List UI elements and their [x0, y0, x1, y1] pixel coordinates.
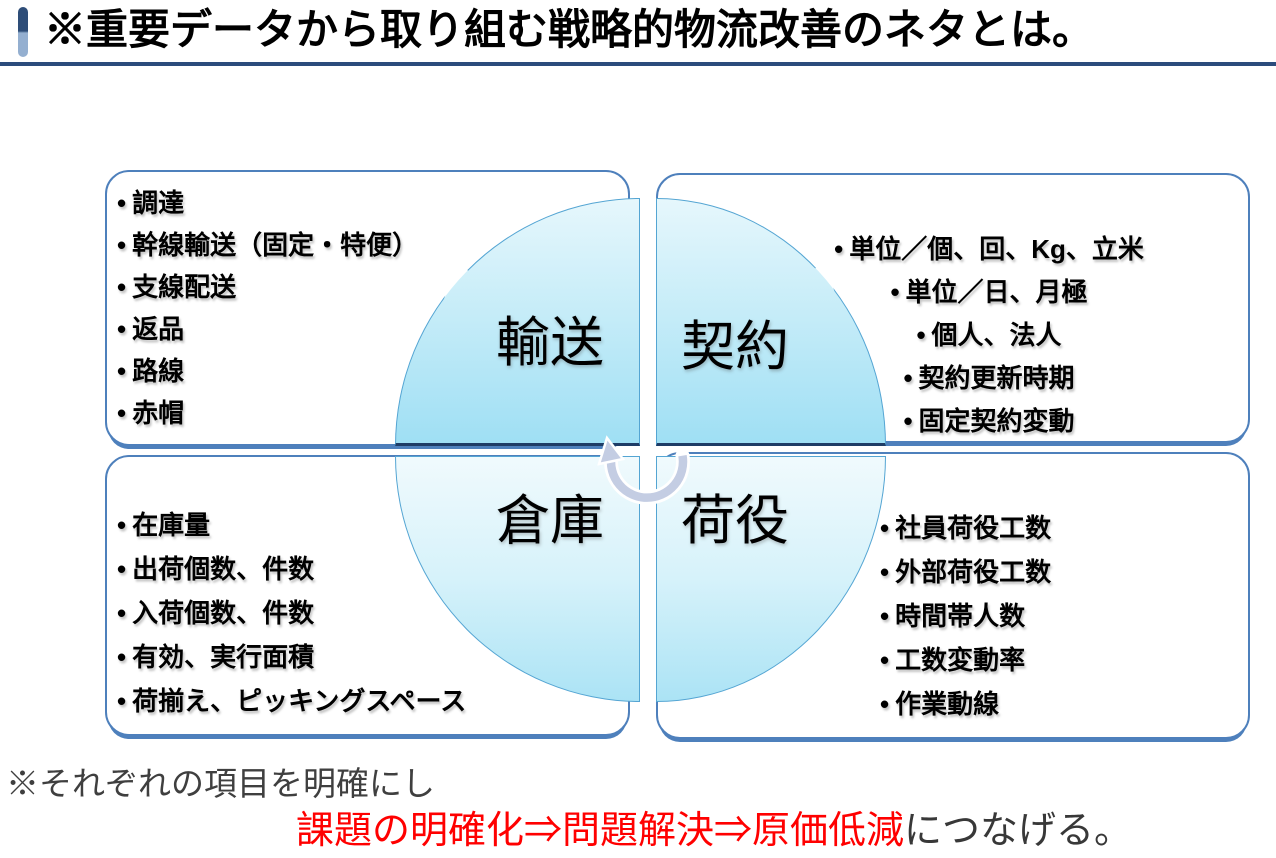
- cargo-handling-item-list: 社員荷役工数 外部荷役工数 時間帯人数 工数変動率 作業動線: [658, 454, 1248, 726]
- circular-arrow-icon: [597, 435, 690, 505]
- quadrant-label-cargo-handling: 荷役: [681, 491, 789, 551]
- list-item: 単位／日、月極: [744, 271, 1234, 314]
- quadrant-label-contract: 契約: [681, 317, 789, 377]
- warehouse-item-list: 在庫量 出荷個数、件数 入荷個数、件数 有効、実行面積 荷揃え、ピッキングスペー…: [107, 457, 628, 723]
- footer-conclusion-highlight: 課題の明確化⇒問題解決⇒原価低減: [296, 810, 905, 852]
- list-item: 出荷個数、件数: [117, 547, 628, 591]
- list-item: 路線: [117, 350, 628, 392]
- list-item: 単位／個、回、Kg、立米: [744, 228, 1234, 271]
- footer-conclusion-suffix: につなげる。: [904, 810, 1133, 852]
- transport-item-list: 調達 幹線輸送（固定・特便） 支線配送 返品 路線 赤帽: [107, 172, 628, 434]
- list-item: 幹線輸送（固定・特便）: [117, 224, 628, 266]
- list-item: 在庫量: [117, 503, 628, 547]
- title-divider: [0, 62, 1276, 66]
- list-item: 返品: [117, 308, 628, 350]
- title-accent-bar: [18, 7, 28, 57]
- contract-item-list: 単位／個、回、Kg、立米 単位／日、月極 個人、法人 契約更新時期 固定契約変動: [744, 175, 1234, 443]
- list-item: 契約更新時期: [744, 357, 1234, 400]
- quadrant-label-warehouse: 倉庫: [496, 491, 604, 551]
- footer-note: ※それぞれの項目を明確にし: [6, 765, 435, 802]
- list-item: 調達: [117, 182, 628, 224]
- quadrant-label-transport: 輸送: [496, 313, 604, 373]
- list-item: 支線配送: [117, 266, 628, 308]
- list-item: 作業動線: [880, 682, 1248, 726]
- list-item: 外部荷役工数: [880, 550, 1248, 594]
- list-item: 入荷個数、件数: [117, 591, 628, 635]
- list-item: 荷揃え、ピッキングスペース: [117, 679, 628, 723]
- page-title: ※重要データから取り組む戦略的物流改善のネタとは。: [44, 6, 1095, 53]
- footer-conclusion: 課題の明確化⇒問題解決⇒原価低減につなげる。: [296, 799, 1132, 854]
- list-item: 個人、法人: [744, 314, 1234, 357]
- list-item: 固定契約変動: [744, 400, 1234, 443]
- list-item: 社員荷役工数: [880, 506, 1248, 550]
- quadrant-cargo-handling: 荷役: [656, 456, 886, 702]
- list-item: 工数変動率: [880, 638, 1248, 682]
- list-item: 有効、実行面積: [117, 635, 628, 679]
- list-item: 赤帽: [117, 392, 628, 434]
- list-item: 時間帯人数: [880, 594, 1248, 638]
